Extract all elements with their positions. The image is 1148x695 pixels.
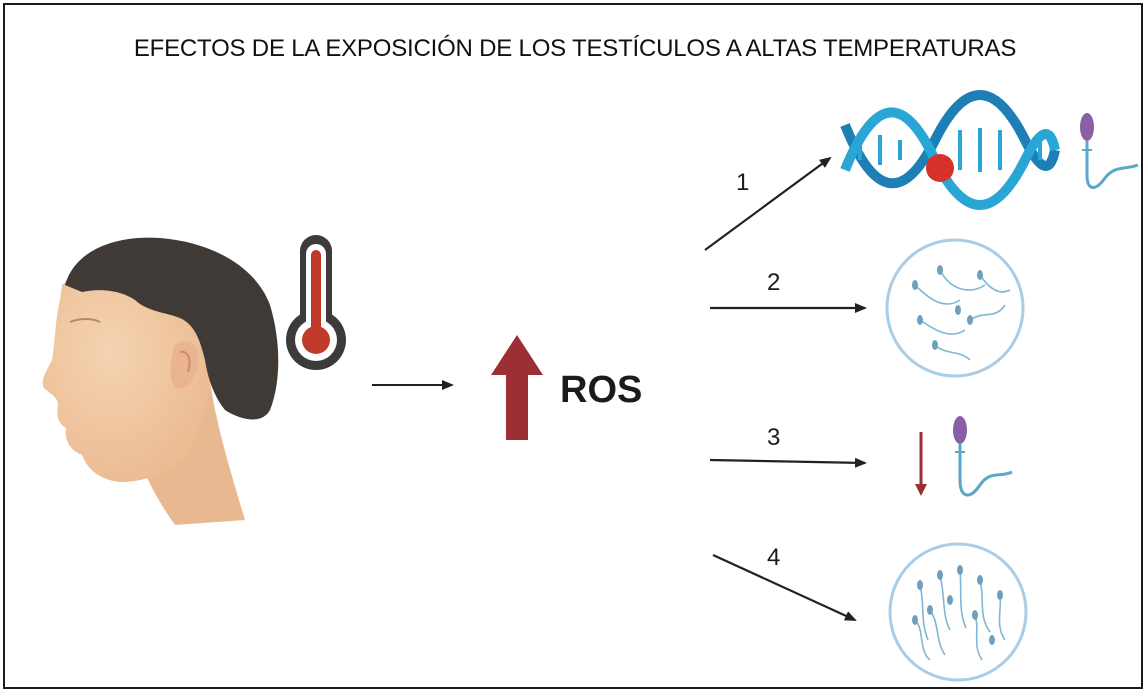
ros-increase-arrow-icon — [491, 335, 543, 440]
effect-number-4: 4 — [767, 544, 780, 571]
effect-number-1: 1 — [736, 169, 749, 196]
sperm-dense-dish-icon — [888, 542, 1028, 682]
sperm-aggregation-dish-icon — [885, 238, 1025, 378]
arrow-effect-4 — [712, 553, 857, 622]
decrease-arrow-icon — [915, 432, 927, 496]
arrow-effect-3 — [709, 457, 867, 468]
sperm-small-icon — [953, 416, 1013, 497]
effect-number-2: 2 — [767, 269, 780, 296]
sperm-icon — [1080, 113, 1139, 189]
head-profile-icon — [42, 237, 279, 525]
thermometer-icon — [286, 235, 346, 370]
figure-title: EFECTOS DE LA EXPOSICIÓN DE LOS TESTÍCUL… — [133, 35, 1017, 62]
arrow-effect-1 — [704, 156, 832, 251]
effect-number-3: 3 — [767, 424, 780, 451]
dna-damage-icon — [840, 90, 1060, 210]
ros-label: ROS — [560, 369, 642, 411]
